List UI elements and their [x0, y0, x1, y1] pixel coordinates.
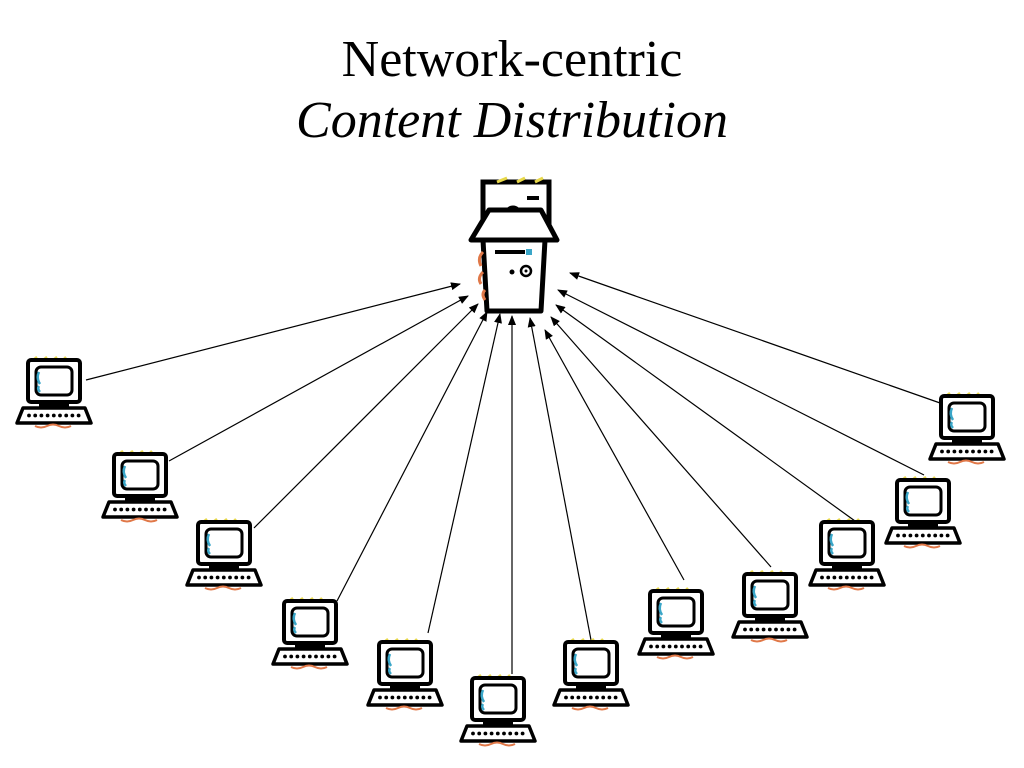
client-computer-icon-12 — [928, 392, 1006, 465]
arrow-client-7-to-server — [527, 317, 592, 641]
client-computer-icon-5 — [366, 638, 444, 711]
client-computer-icon-3 — [185, 518, 263, 591]
arrow-client-10-to-server — [555, 304, 856, 522]
client-computer-icon-7 — [552, 638, 630, 711]
arrow-client-1-to-server — [85, 282, 461, 381]
server-icon — [468, 176, 560, 314]
arrow-client-12-to-server — [569, 272, 961, 411]
connection-arrows — [85, 272, 961, 674]
arrow-client-8-to-server — [544, 329, 685, 581]
title-line-2: Content Distribution — [296, 92, 728, 149]
arrow-client-5-to-server — [427, 313, 502, 634]
arrow-client-11-to-server — [557, 289, 925, 476]
arrow-client-3-to-server — [253, 303, 479, 529]
arrow-client-2-to-server — [168, 295, 469, 462]
client-computer-icon-10 — [808, 518, 886, 591]
client-computers — [15, 356, 1006, 747]
client-computer-icon-11 — [884, 476, 962, 549]
client-computer-icon-8 — [637, 587, 715, 660]
client-computer-icon-4 — [271, 597, 349, 670]
client-computer-icon-1 — [15, 356, 93, 429]
title-line-1: Network-centric — [341, 31, 683, 88]
arrow-client-9-to-server — [550, 316, 772, 568]
slide-title: Network-centric Content Distribution — [0, 30, 1024, 152]
arrow-client-4-to-server — [336, 311, 488, 602]
client-computer-icon-6 — [459, 674, 537, 747]
client-computer-icon-9 — [731, 570, 809, 643]
client-computer-icon-2 — [101, 450, 179, 523]
